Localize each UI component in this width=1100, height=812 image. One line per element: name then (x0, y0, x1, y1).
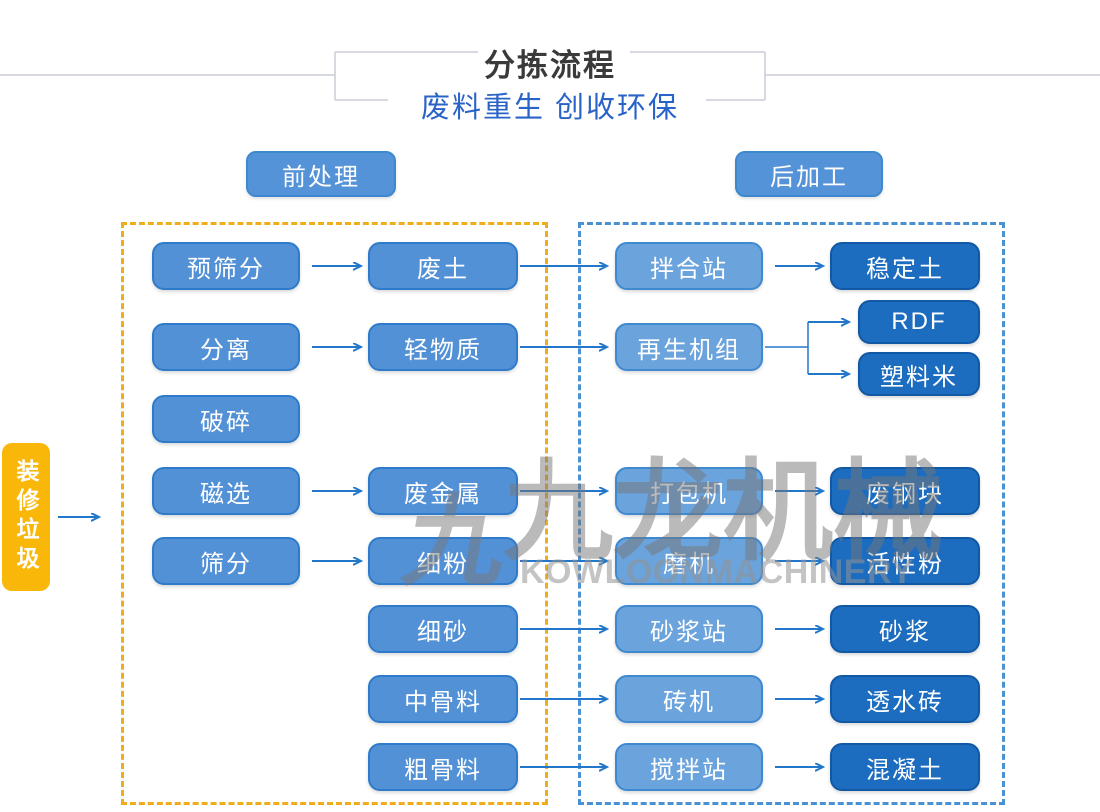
node-active-powder: 活性粉 (830, 537, 980, 585)
node-regeneration-unit: 再生机组 (615, 323, 763, 371)
pre-processing-label: 前处理 (246, 151, 396, 197)
node-brick-machine: 砖机 (615, 675, 763, 723)
node-pre-screening: 预筛分 (152, 242, 300, 290)
node-mixing-plant: 拌合站 (615, 242, 763, 290)
page-title: 分拣流程 (484, 48, 616, 83)
node-rdf: RDF (858, 300, 980, 344)
node-permeable-brick: 透水砖 (830, 675, 980, 723)
node-separation: 分离 (152, 323, 300, 371)
node-concrete: 混凝土 (830, 743, 980, 791)
node-crushing: 破碎 (152, 395, 300, 443)
node-waste-soil: 废土 (368, 242, 518, 290)
pre-processing-group-frame (121, 222, 548, 805)
node-mill: 磨机 (615, 537, 763, 585)
node-medium-aggregate: 中骨料 (368, 675, 518, 723)
flow-arrows (58, 266, 848, 767)
node-mortar: 砂浆 (830, 605, 980, 653)
node-renovation-waste: 装修垃圾 (2, 443, 50, 591)
node-baler: 打包机 (615, 467, 763, 515)
title-bracket-lines (0, 51, 1100, 101)
node-magnetic-separation: 磁选 (152, 467, 300, 515)
node-mortar-plant: 砂浆站 (615, 605, 763, 653)
node-concrete-mixing-plant: 搅拌站 (615, 743, 763, 791)
page-subtitle: 废料重生 创收环保 (420, 92, 680, 124)
node-light-material: 轻物质 (368, 323, 518, 371)
post-processing-group-frame (578, 222, 1005, 805)
node-fine-powder: 细粉 (368, 537, 518, 585)
node-waste-metal: 废金属 (368, 467, 518, 515)
node-fine-sand: 细砂 (368, 605, 518, 653)
post-processing-label: 后加工 (735, 151, 883, 197)
node-waste-steel-block: 废钢块 (830, 467, 980, 515)
node-screening: 筛分 (152, 537, 300, 585)
node-coarse-aggregate: 粗骨料 (368, 743, 518, 791)
node-stabilized-soil: 稳定土 (830, 242, 980, 290)
node-plastic-pellets: 塑料米 (858, 352, 980, 396)
